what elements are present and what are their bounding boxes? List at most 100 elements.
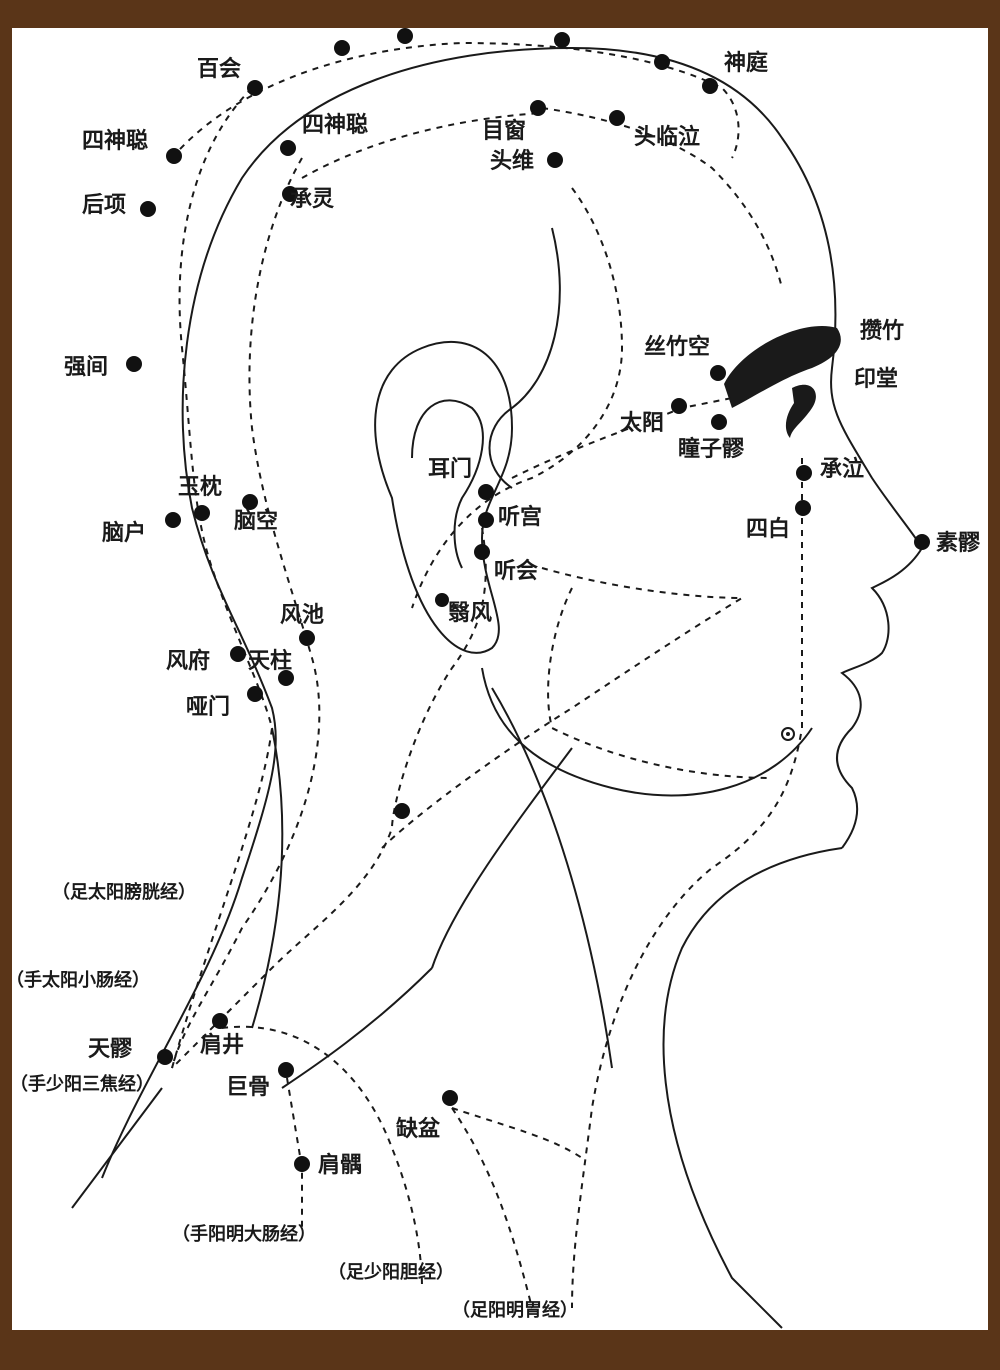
label-naokong: 脑空 — [234, 508, 278, 534]
acupoint-dot — [278, 1062, 294, 1078]
acupoint-dot — [474, 544, 490, 560]
acupoint-dot — [394, 803, 410, 819]
acupoint-dot — [247, 686, 263, 702]
acupoint-dot — [299, 630, 315, 646]
acupoint-dot — [711, 414, 727, 430]
face-loop-line — [548, 588, 772, 778]
label-chengqi: 承泣 — [820, 456, 864, 482]
label-baihui: 百会 — [197, 56, 241, 82]
label-yintang: 印堂 — [854, 366, 898, 392]
label-tinggong: 听宫 — [498, 504, 542, 530]
acupoint-dot — [554, 32, 570, 48]
label-muchuang: 目窗 — [482, 118, 526, 144]
temple-line — [490, 228, 560, 488]
acupoint-dot — [230, 646, 246, 662]
acupoint-dot — [165, 512, 181, 528]
label-chengling: 承灵 — [290, 186, 334, 212]
acupoint-dot — [157, 1049, 173, 1065]
label-zanzhu: 攒竹 — [860, 318, 904, 344]
eye-shape — [786, 385, 816, 438]
acupoint-dot — [280, 140, 296, 156]
meridian-label-sanjiao: （手少阳三焦经） — [12, 1073, 154, 1095]
acupoint-dot — [140, 201, 156, 217]
label-jianjing: 肩井 — [200, 1032, 244, 1058]
label-sibai: 四白 — [746, 516, 790, 542]
label-fengfu: 风府 — [166, 648, 210, 674]
bladder-line — [172, 88, 272, 1068]
acupoint-dot — [334, 40, 350, 56]
acupoint-dot — [294, 1156, 310, 1172]
label-qiangjian: 强间 — [64, 354, 108, 380]
label-yamen: 哑门 — [186, 694, 230, 720]
label-taiyang: 太阳 — [620, 410, 664, 436]
label-ermen: 耳门 — [428, 456, 472, 482]
label-touwei: 头维 — [490, 148, 534, 174]
acupoint-dot — [914, 534, 930, 550]
acupoint-dots — [126, 28, 930, 1172]
eyebrow-shape — [724, 326, 841, 408]
acupoint-dot — [166, 148, 182, 164]
acupoint-dot — [654, 54, 670, 70]
label-tianliao: 天髎 — [88, 1036, 133, 1062]
acupoint-dot — [442, 1090, 458, 1106]
temporal-line — [412, 188, 622, 608]
acupoint-dot — [795, 500, 811, 516]
acupoint-dot — [478, 484, 494, 500]
lower-arm-line — [72, 1088, 162, 1208]
large-intestine-line — [287, 1078, 302, 1228]
diagram-canvas: 百会 神庭 四神聪 四神聪 后项 目窗 头临泣 头维 承灵 强间 攒竹 丝竹空 … — [12, 28, 988, 1330]
chengjiang-center — [786, 732, 790, 736]
meridian-label-small-intestine: （手太阳小肠经） — [12, 969, 150, 991]
label-tongziliao: 瞳子髎 — [678, 436, 745, 462]
neck-muscle-line — [492, 688, 612, 1068]
label-shenting: 神庭 — [724, 50, 768, 76]
meridian-label-gallbladder: （足少阳胆经） — [328, 1261, 454, 1283]
acupoint-dot — [796, 465, 812, 481]
acupoint-diagram: 百会 神庭 四神聪 四神聪 后项 目窗 头临泣 头维 承灵 强间 攒竹 丝竹空 … — [12, 28, 988, 1330]
acupoint-dot — [547, 152, 563, 168]
label-jugu: 巨骨 — [226, 1074, 270, 1100]
label-jianyu: 肩髃 — [318, 1152, 362, 1178]
meridian-lines — [172, 43, 802, 1308]
skull-outline — [102, 48, 922, 1178]
label-yuzhen: 玉枕 — [178, 474, 222, 500]
jaw-line — [482, 668, 812, 796]
acupoint-labels: 百会 神庭 四神聪 四神聪 后项 目窗 头临泣 头维 承灵 强间 攒竹 丝竹空 … — [64, 50, 981, 1178]
label-yifeng: 翳风 — [448, 600, 492, 626]
acupoint-dot — [478, 512, 494, 528]
ear-inner — [412, 400, 483, 568]
meridian-label-bladder: （足太阳膀胱经） — [52, 881, 196, 903]
quepen-line — [452, 1108, 582, 1158]
meridian-labels: （足太阳膀胱经） （手太阳小肠经） （手少阳三焦经） （手阳明大肠经） （足少阳… — [12, 881, 578, 1321]
meridian-label-large-intestine: （手阳明大肠经） — [172, 1223, 316, 1245]
acupoint-dot — [247, 80, 263, 96]
shoulder-line — [282, 968, 432, 1088]
face-profile — [837, 548, 922, 848]
acupoint-dot — [710, 365, 726, 381]
stomach-face-line — [572, 458, 802, 1308]
label-quepen: 缺盆 — [396, 1116, 441, 1142]
acupoint-dot — [530, 100, 546, 116]
acupoint-dot — [397, 28, 413, 44]
frame-bottom — [0, 1330, 1000, 1370]
neck-front — [664, 848, 842, 1328]
label-houding: 后项 — [82, 192, 126, 218]
label-fengchi: 风池 — [280, 602, 324, 628]
label-tianzhu: 天柱 — [248, 648, 292, 674]
acupoint-dot — [126, 356, 142, 372]
acupoint-dot — [702, 78, 718, 94]
meridian-label-stomach: （足阳明胃经） — [452, 1299, 578, 1321]
acupoint-dot — [609, 110, 625, 126]
acupoint-dot — [435, 593, 449, 607]
label-sishencong-back: 四神聪 — [82, 128, 148, 154]
label-toulinqi: 头临泣 — [634, 124, 700, 150]
acupoint-dot — [194, 505, 210, 521]
label-naohu: 脑户 — [102, 520, 146, 546]
label-tinghui: 听会 — [494, 558, 538, 584]
label-sizhukong: 丝竹空 — [644, 334, 710, 360]
acupoint-dot — [212, 1013, 228, 1029]
label-sishencong-top: 四神聪 — [302, 112, 368, 138]
acupoint-dot — [671, 398, 687, 414]
head-outline — [72, 48, 922, 1328]
